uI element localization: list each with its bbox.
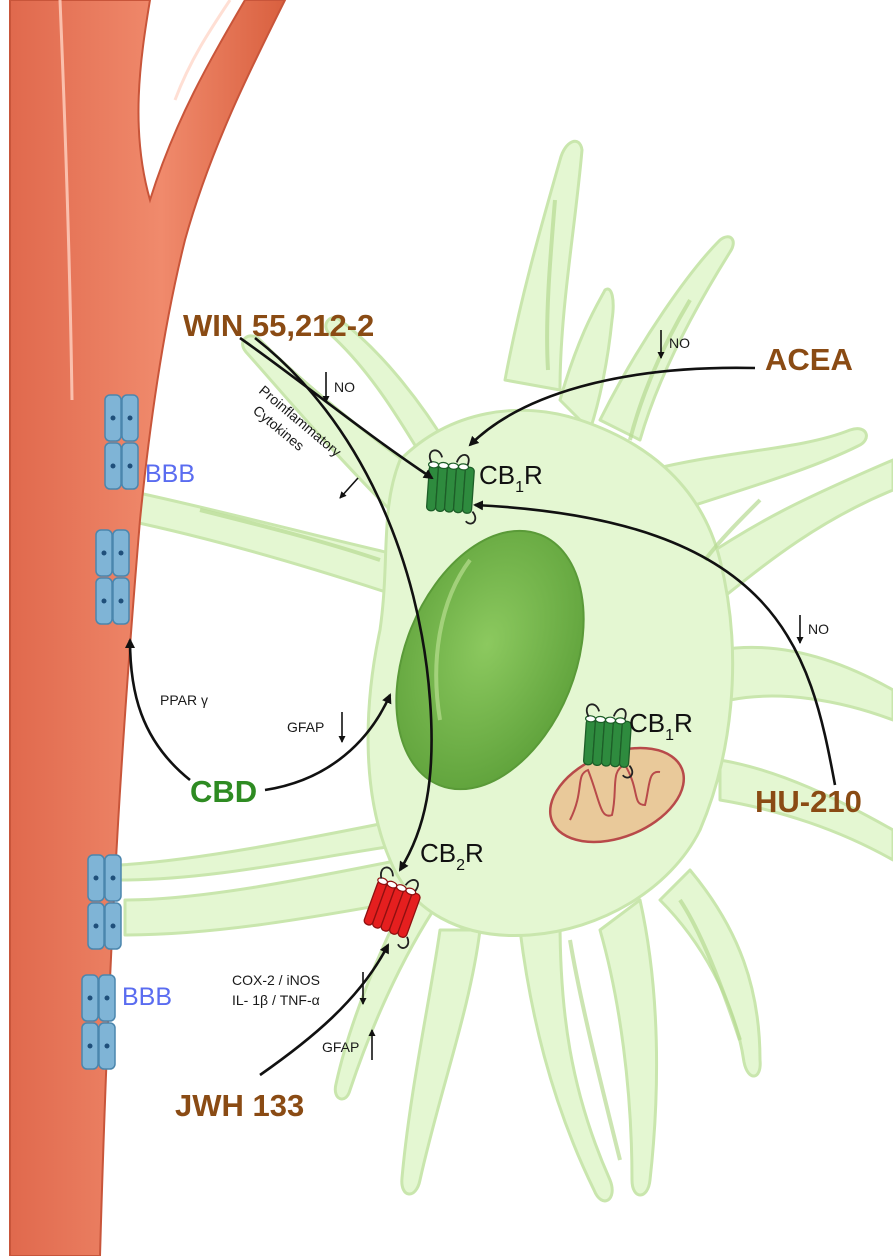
receptor-top — [584, 715, 597, 723]
bbb-cell — [98, 1022, 116, 1070]
gfap-label-jwh: GFAP — [322, 1039, 359, 1055]
bbb-cell — [104, 854, 122, 902]
gfap-label-cbd: GFAP — [287, 719, 324, 735]
blood-vessel — [9, 0, 287, 1256]
receptor-helix — [618, 720, 632, 768]
bbb-cell — [104, 902, 122, 950]
arrow-acea-to-cb1 — [468, 366, 756, 447]
receptor-loop — [428, 449, 477, 525]
arrow-jwh-to-cb2 — [259, 943, 390, 1077]
receptor-top — [614, 717, 627, 725]
receptor-helix — [397, 892, 421, 938]
bbb-endothelial-cells — [81, 394, 139, 1070]
drug-hu210: HU-210 — [755, 784, 862, 819]
bbb-cell — [121, 394, 139, 442]
astrocyte-texture — [199, 199, 762, 1161]
arrow-cbd-to-nucleus — [264, 693, 392, 792]
no-label-acea: NO — [669, 335, 690, 351]
arrow-win-to-cb1 — [239, 336, 434, 480]
bbb-cell — [87, 854, 105, 902]
bbb-label-bottom: BBB — [122, 983, 172, 1011]
receptor-top — [437, 461, 450, 470]
receptor-top — [447, 462, 460, 470]
bbb-cell — [112, 529, 130, 577]
arrow-cbd-to-bbb — [125, 638, 191, 782]
receptor-top — [604, 716, 617, 724]
text-labels: WIN 55,212-2 ACEA HU-210 CBD JWH 133 BBB… — [122, 308, 862, 1123]
arrows — [125, 336, 837, 1077]
receptor-top — [594, 715, 607, 724]
bbb-cell — [98, 974, 116, 1022]
drug-cbd: CBD — [190, 774, 257, 809]
bbb-label-top: BBB — [145, 460, 195, 488]
bbb-cell — [104, 442, 122, 490]
cb1-label-top: CB1R — [479, 460, 543, 496]
cb2-label: CB2R — [420, 838, 484, 874]
bbb-cell — [81, 974, 99, 1022]
cb2-receptor — [363, 866, 421, 949]
bbb-cell — [121, 442, 139, 490]
bbb-cell — [95, 529, 113, 577]
il-label: IL- 1β / TNF-α — [232, 992, 320, 1008]
cb1-receptor-membrane — [425, 449, 477, 525]
nucleus — [395, 529, 585, 791]
cb1-label-mito: CB1R — [629, 708, 693, 744]
bbb-cell — [95, 577, 113, 625]
bbb-cell — [81, 1022, 99, 1070]
arrow-hu210-to-cb1 — [473, 500, 837, 786]
receptor-loop — [585, 703, 634, 779]
receptor-loop — [380, 866, 419, 949]
down-arrow-cytokines — [339, 477, 359, 499]
bbb-cell — [112, 577, 130, 625]
receptor-top — [405, 887, 417, 896]
drug-jwh: JWH 133 — [175, 1088, 304, 1123]
receptor-helix — [461, 466, 475, 514]
cox-label: COX-2 / iNOS — [232, 972, 320, 988]
arrow-win-to-cb2 — [254, 336, 433, 872]
no-label-win: NO — [334, 379, 355, 395]
drug-acea: ACEA — [765, 342, 853, 377]
bbb-cell — [87, 902, 105, 950]
receptor-top — [457, 463, 470, 471]
receptor-top — [427, 461, 440, 469]
no-label-hu: NO — [808, 621, 829, 637]
cb1-receptor-mitochondrial — [582, 703, 634, 779]
bbb-cell — [104, 394, 122, 442]
indicator-arrows — [322, 330, 804, 1060]
ppar-label: PPAR γ — [160, 692, 208, 708]
drug-win: WIN 55,212-2 — [183, 308, 374, 343]
